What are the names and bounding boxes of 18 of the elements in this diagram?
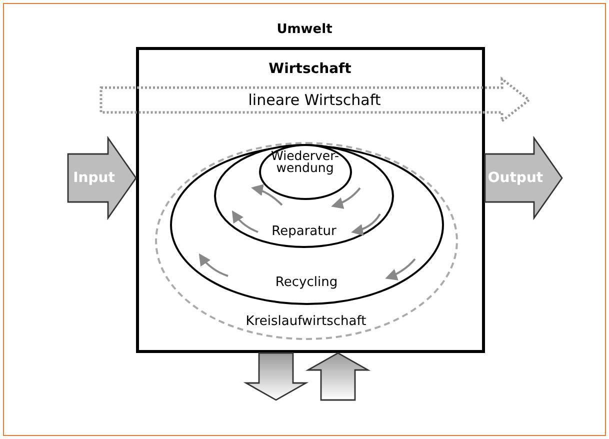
block-arrow xyxy=(67,136,137,220)
label: Recycling xyxy=(275,274,338,290)
label: lineare Wirtschaft xyxy=(248,90,381,108)
block-arrow xyxy=(484,136,563,220)
label: Kreislaufwirtschaft xyxy=(246,314,366,328)
block-arrow xyxy=(243,352,309,401)
ellipse xyxy=(258,144,352,200)
box xyxy=(136,46,484,352)
edge-label: Output xyxy=(488,170,544,186)
frame xyxy=(3,3,606,436)
title: Wirtschaft xyxy=(268,60,352,76)
label: Reparatur xyxy=(272,224,336,239)
block-arrow xyxy=(100,78,530,122)
edge-label: Input xyxy=(73,170,115,186)
title: Umwelt xyxy=(276,22,332,37)
ellipse xyxy=(154,142,458,340)
label: Wiederver- wendung xyxy=(270,150,340,174)
block-arrow xyxy=(305,352,371,401)
